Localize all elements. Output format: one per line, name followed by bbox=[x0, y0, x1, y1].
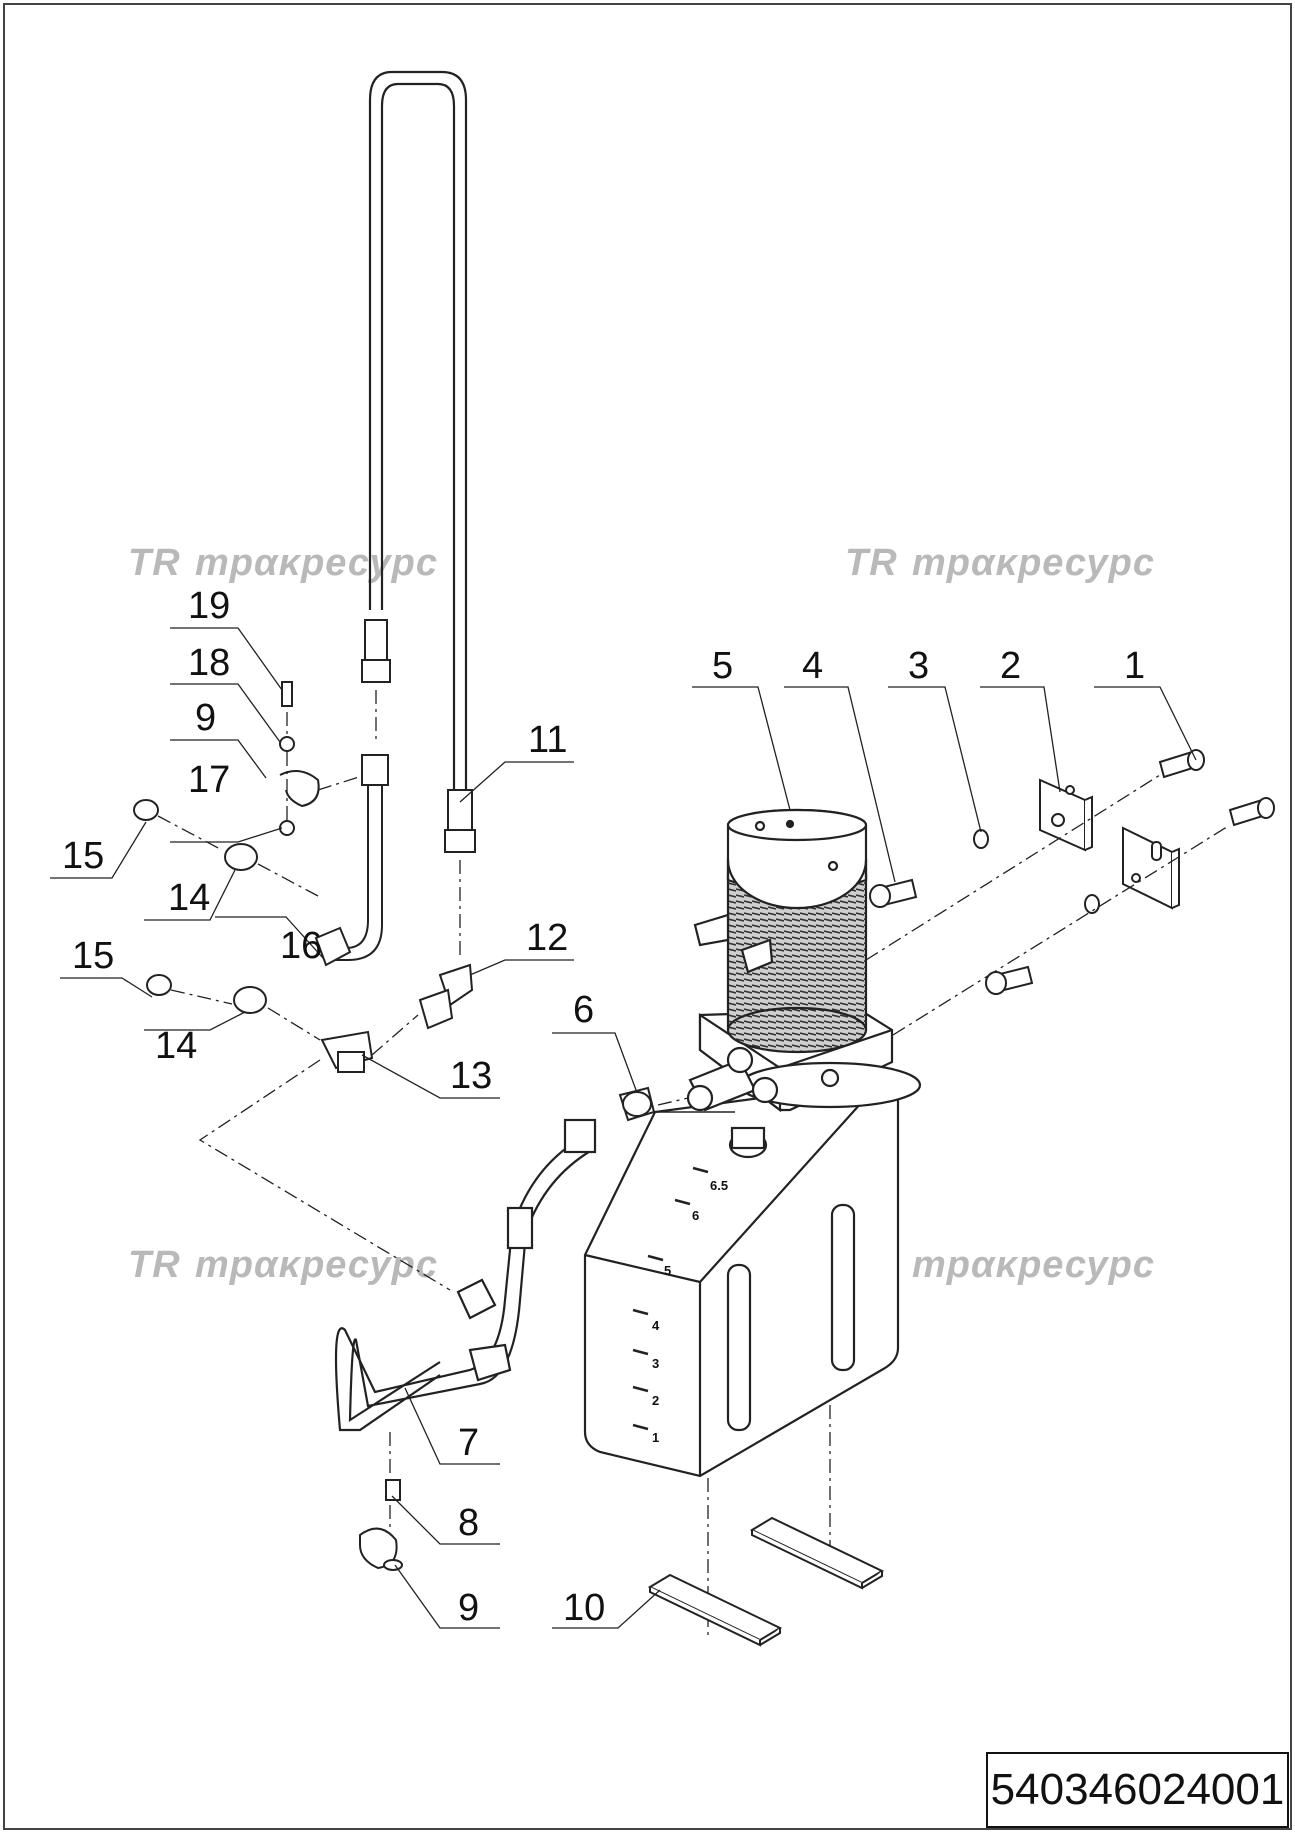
hose-part-11 bbox=[361, 70, 476, 960]
callout-1: 1 bbox=[1124, 645, 1145, 687]
adapters-parts-14-15 bbox=[133, 799, 267, 1014]
watermark-text: трακресурс bbox=[912, 542, 1155, 584]
watermark-top-right: TR трακресурс bbox=[845, 542, 1155, 584]
mounting-brackets bbox=[869, 749, 1275, 995]
callout-14-bottom: 14 bbox=[155, 1025, 197, 1067]
scale-label-3: 3 bbox=[652, 1356, 659, 1371]
callout-15-bottom: 15 bbox=[72, 935, 114, 977]
callout-11: 11 bbox=[528, 719, 567, 761]
callout-14-top: 14 bbox=[168, 877, 210, 919]
callout-15-top: 15 bbox=[62, 835, 104, 877]
watermark-top-left: TR трακресурс bbox=[128, 542, 438, 584]
tee-part-13 bbox=[320, 1030, 374, 1073]
callout-6: 6 bbox=[573, 989, 594, 1031]
callout-9-top: 9 bbox=[195, 697, 216, 739]
watermark-logo: TR bbox=[128, 542, 181, 584]
pipe-part-7 bbox=[334, 1118, 597, 1432]
callout-8: 8 bbox=[458, 1502, 479, 1544]
watermark-text: трακресурс bbox=[195, 1244, 438, 1286]
clamp-parts-9-17-18-19 bbox=[279, 681, 320, 836]
tank-level-scale bbox=[632, 1166, 709, 1431]
oil-tank bbox=[583, 1080, 900, 1478]
callout-5: 5 bbox=[712, 645, 733, 687]
scale-label-5: 5 bbox=[664, 1263, 671, 1278]
callout-12: 12 bbox=[526, 917, 568, 959]
callout-10: 10 bbox=[563, 1587, 605, 1629]
callout-2: 2 bbox=[1000, 645, 1021, 687]
watermark-logo: TR bbox=[845, 542, 898, 584]
scale-label-4: 4 bbox=[652, 1318, 660, 1333]
scale-label-1: 1 bbox=[652, 1430, 659, 1445]
callout-labels: 1 2 3 4 5 6 7 8 9 9 10 11 12 13 14 14 15… bbox=[62, 585, 1145, 1629]
callout-13: 13 bbox=[450, 1055, 492, 1097]
callout-4: 4 bbox=[802, 645, 823, 687]
watermark-text: трακресурс bbox=[195, 542, 438, 584]
pipe-part-16 bbox=[314, 754, 389, 967]
callout-16: 16 bbox=[280, 925, 322, 967]
callout-18: 18 bbox=[188, 642, 230, 684]
tank-level-numbers: 6.5 6 5 4 3 2 1 bbox=[652, 1178, 728, 1445]
callout-9-bottom: 9 bbox=[458, 1587, 479, 1629]
watermark-logo: TR bbox=[128, 1244, 181, 1286]
watermark-bottom-left: TR трακресурс bbox=[128, 1244, 438, 1286]
callout-7: 7 bbox=[458, 1422, 479, 1464]
scale-label-6: 6 bbox=[692, 1208, 699, 1223]
callout-17: 17 bbox=[188, 759, 230, 801]
fitting-part-6 bbox=[618, 1086, 689, 1122]
callout-19: 19 bbox=[188, 585, 230, 627]
callout-3: 3 bbox=[908, 645, 929, 687]
rubber-pads-part-10 bbox=[647, 1516, 885, 1647]
scale-label-2: 2 bbox=[652, 1393, 659, 1408]
watermark-text: трακресурс bbox=[912, 1244, 1155, 1286]
scale-label-6-5: 6.5 bbox=[710, 1178, 728, 1193]
fitting-part-12 bbox=[418, 963, 474, 1030]
leader-dashes-left bbox=[157, 712, 451, 1291]
clamp-parts-8-9-bottom bbox=[359, 1432, 403, 1571]
electric-motor bbox=[693, 808, 868, 1054]
callout-leaders bbox=[50, 627, 1197, 1629]
sheet-border bbox=[3, 3, 1292, 1830]
part-number-box: 540346024001 bbox=[986, 1752, 1289, 1828]
